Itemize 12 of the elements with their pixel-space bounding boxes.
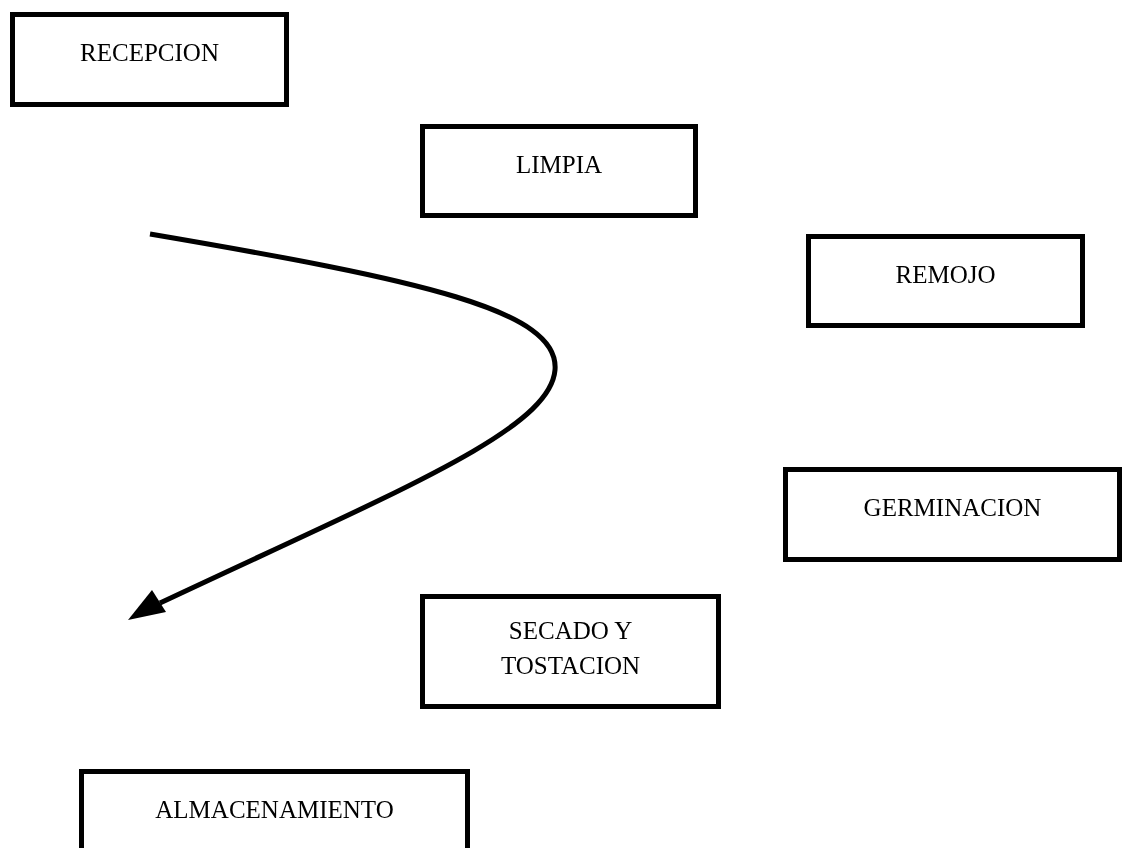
process-box bbox=[420, 124, 698, 218]
step-label: SECADO Y TOSTACION bbox=[499, 616, 642, 681]
process-box bbox=[420, 594, 721, 709]
process-box bbox=[806, 234, 1085, 328]
step-label: GERMINACION bbox=[862, 493, 1043, 523]
step-label: ALMACENAMIENTO bbox=[154, 795, 395, 825]
step-label: LIMPIA bbox=[514, 150, 604, 180]
process-box bbox=[10, 12, 289, 107]
step-label: REMOJO bbox=[894, 260, 997, 290]
step-label: RECEPCION bbox=[79, 38, 220, 68]
process-box bbox=[79, 769, 470, 848]
process-box bbox=[783, 467, 1122, 562]
